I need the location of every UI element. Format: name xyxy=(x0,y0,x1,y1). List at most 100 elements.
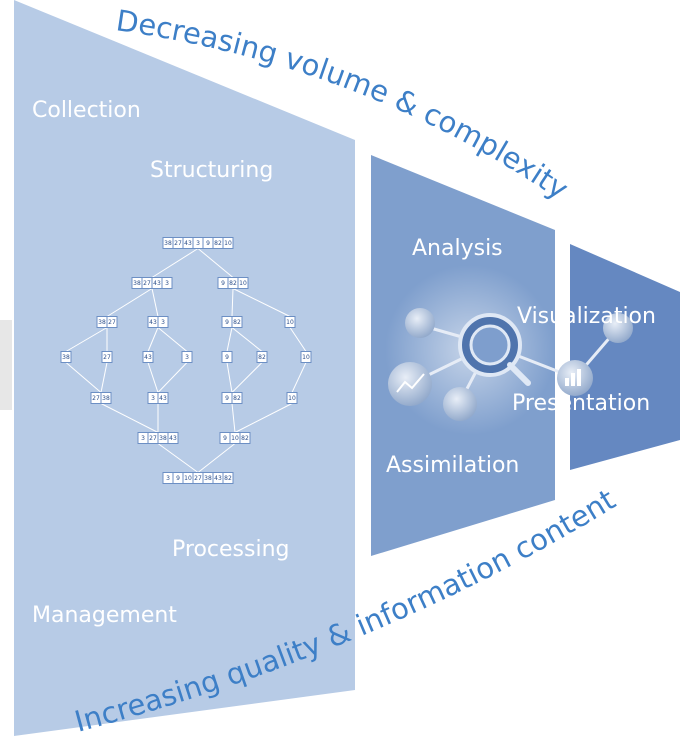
sort-cell-value: 82 xyxy=(229,280,237,287)
sort-cell-value: 3 xyxy=(185,354,189,361)
tree-connector xyxy=(157,443,199,473)
sort-cell-value: 38 xyxy=(164,240,172,247)
sort-node: 38 xyxy=(60,351,72,363)
sort-cell-value: 38 xyxy=(159,435,167,442)
sort-cell-value: 82 xyxy=(241,435,249,442)
sort-node: 10 xyxy=(300,351,312,363)
sort-cell-value: 3 xyxy=(165,280,169,287)
sort-cell-value: 10 xyxy=(239,280,247,287)
sort-node: 3 xyxy=(181,351,193,363)
tree-connector xyxy=(65,362,102,393)
sort-cell-value: 9 xyxy=(221,280,225,287)
sort-cell-value: 82 xyxy=(233,319,241,326)
sort-cell xyxy=(284,316,296,328)
sort-cell-value: 9 xyxy=(225,395,229,402)
sort-cell-value: 43 xyxy=(149,319,157,326)
label-collection: Collection xyxy=(32,98,141,123)
tree-connector xyxy=(234,403,293,433)
tree-connector xyxy=(232,288,291,317)
label-management: Management xyxy=(32,603,177,628)
label-processing: Processing xyxy=(172,537,289,562)
sort-node: 9 xyxy=(221,351,233,363)
tree-connector xyxy=(151,248,199,278)
sort-cell-value: 9 xyxy=(206,240,210,247)
tree-connector xyxy=(197,248,234,278)
sort-cell xyxy=(256,351,268,363)
tree-connector xyxy=(100,362,108,393)
sort-cell-value: 3 xyxy=(196,240,200,247)
sort-cell-value: 43 xyxy=(159,395,167,402)
sort-node: 43 xyxy=(142,351,154,363)
sort-cell xyxy=(142,351,154,363)
tree-connector xyxy=(100,403,159,433)
label-structuring: Structuring xyxy=(150,158,273,183)
network-node-icon xyxy=(443,387,477,421)
sort-cell xyxy=(239,432,251,444)
label-assimilation: Assimilation xyxy=(386,453,519,478)
sort-cell-value: 43 xyxy=(184,240,192,247)
sort-cell-value: 10 xyxy=(286,319,294,326)
sort-node: 27 xyxy=(101,351,113,363)
sort-cell-value: 43 xyxy=(144,354,152,361)
line-chart-icon xyxy=(388,362,432,406)
sort-node: 3 43 xyxy=(147,392,169,404)
label-visualization: Visualization xyxy=(517,304,656,329)
sort-cell xyxy=(231,392,243,404)
sort-cell-value: 27 xyxy=(194,475,202,482)
sort-cell xyxy=(101,351,113,363)
sort-node: 10 xyxy=(286,392,298,404)
sort-cell-value: 82 xyxy=(214,240,222,247)
sort-cell-value: 3 xyxy=(151,395,155,402)
sort-cell xyxy=(231,316,243,328)
sort-cell-value: 3 xyxy=(166,475,170,482)
tree-connector xyxy=(151,288,159,317)
sort-node: 82 xyxy=(256,351,268,363)
sort-cell xyxy=(100,392,112,404)
sort-cell-value: 38 xyxy=(204,475,212,482)
tree-connector xyxy=(231,327,263,352)
sort-cell-value: 27 xyxy=(174,240,182,247)
sort-cell xyxy=(221,351,233,363)
sort-cell-value: 9 xyxy=(223,435,227,442)
sort-cell-value: 10 xyxy=(184,475,192,482)
sort-cell xyxy=(106,316,118,328)
analytics-icon-cluster xyxy=(385,265,633,435)
sort-cell-value: 82 xyxy=(258,354,266,361)
network-node-icon xyxy=(603,313,633,343)
sort-cell xyxy=(222,237,234,249)
label-analysis: Analysis xyxy=(412,236,503,261)
tree-connector xyxy=(231,288,234,317)
sort-cell-value: 27 xyxy=(149,435,157,442)
tree-connector xyxy=(289,327,307,352)
tree-connector xyxy=(231,403,236,433)
sort-cell xyxy=(300,351,312,363)
sort-cell-value: 27 xyxy=(92,395,100,402)
sort-cell xyxy=(181,351,193,363)
network-node-icon xyxy=(405,308,435,338)
sort-node: 9 82 xyxy=(221,316,243,328)
sort-cell-value: 43 xyxy=(153,280,161,287)
sort-cell-value: 38 xyxy=(98,319,106,326)
tree-connector xyxy=(291,362,307,393)
sort-cell-value: 9 xyxy=(225,354,229,361)
tree-connector xyxy=(226,362,233,393)
tree-connector xyxy=(157,327,188,352)
sort-cell-value: 9 xyxy=(176,475,180,482)
sort-cell-value: 3 xyxy=(161,319,165,326)
sort-cell-value: 27 xyxy=(108,319,116,326)
sort-cell-value: 82 xyxy=(233,395,241,402)
bar-chart-icon xyxy=(557,360,593,396)
tree-connector xyxy=(65,327,108,352)
sort-cell xyxy=(157,316,169,328)
sort-node: 9 82 xyxy=(221,392,243,404)
sort-cell-value: 9 xyxy=(225,319,229,326)
sort-cell-value: 82 xyxy=(224,475,232,482)
